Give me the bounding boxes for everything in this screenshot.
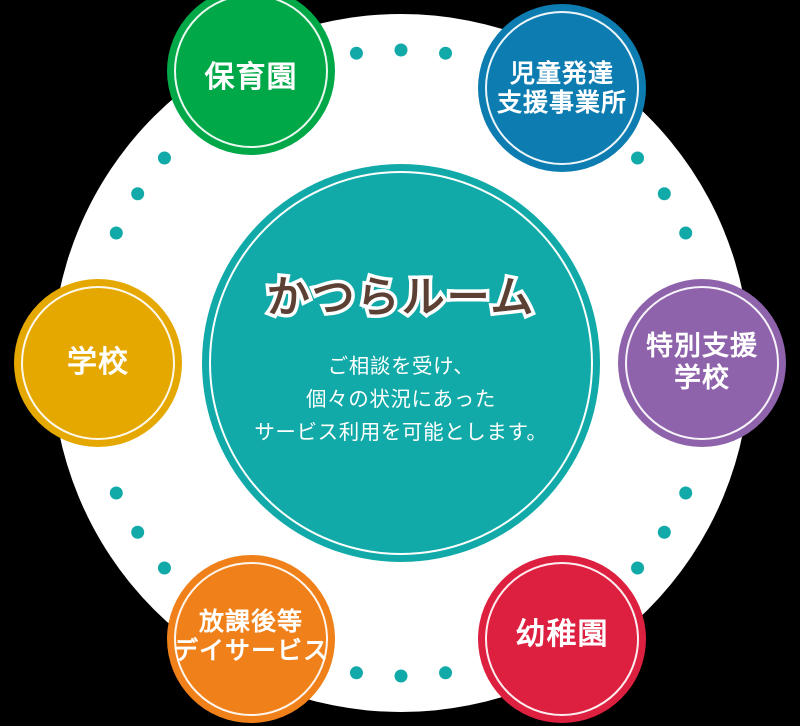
ring-dot (631, 561, 645, 575)
ring-dot (679, 226, 693, 240)
ring-dot (394, 43, 408, 57)
center-title: かつらルーム (263, 272, 537, 323)
ring-dot (157, 151, 171, 165)
ring-dot (349, 46, 363, 60)
node-gakkou[interactable]: 学校 (14, 279, 182, 447)
ring-dot (349, 666, 363, 680)
ring-dot (394, 669, 408, 683)
node-hoikuen-label: 保育園 (204, 60, 298, 96)
node-youchien[interactable]: 幼稚園 (478, 555, 646, 723)
ring-dot (439, 46, 453, 60)
ring-dot (157, 561, 171, 575)
node-hoikuen[interactable]: 保育園 (167, 0, 335, 155)
ring-dot (109, 226, 123, 240)
center-description-line-1: ご相談を受け、 (327, 353, 475, 378)
ring-dot (439, 666, 453, 680)
ring-dot (657, 525, 671, 539)
ring-dot (679, 486, 693, 500)
ring-dot (109, 486, 123, 500)
ring-dot (631, 151, 645, 165)
node-houkago-day-service-label: 放課後等 デイサービス (172, 606, 329, 666)
ring-dot (131, 187, 145, 201)
center-hub-circle[interactable]: かつらルーム ご相談を受け、 個々の状況にあった サービス利用を可能とします。 (202, 164, 600, 562)
node-tokubetsu-shien-gakkou-label: 特別支援 学校 (646, 331, 758, 394)
center-description-line-3: サービス利用を可能とします。 (254, 420, 548, 445)
node-houkago-day-service[interactable]: 放課後等 デイサービス (167, 555, 335, 723)
node-gakkou-label: 学校 (67, 345, 129, 381)
node-youchien-label: 幼稚園 (515, 617, 609, 653)
center-description: ご相談を受け、 個々の状況にあった サービス利用を可能とします。 (254, 350, 547, 450)
node-jidou-hattatsu-shien-label: 児童発達 支援事業所 (496, 58, 627, 118)
ring-dot (131, 525, 145, 539)
node-jidou-hattatsu-shien[interactable]: 児童発達 支援事業所 (478, 4, 646, 172)
center-description-line-2: 個々の状況にあった (306, 386, 496, 411)
ring-dot (657, 187, 671, 201)
node-tokubetsu-shien-gakkou[interactable]: 特別支援 学校 (618, 279, 786, 447)
